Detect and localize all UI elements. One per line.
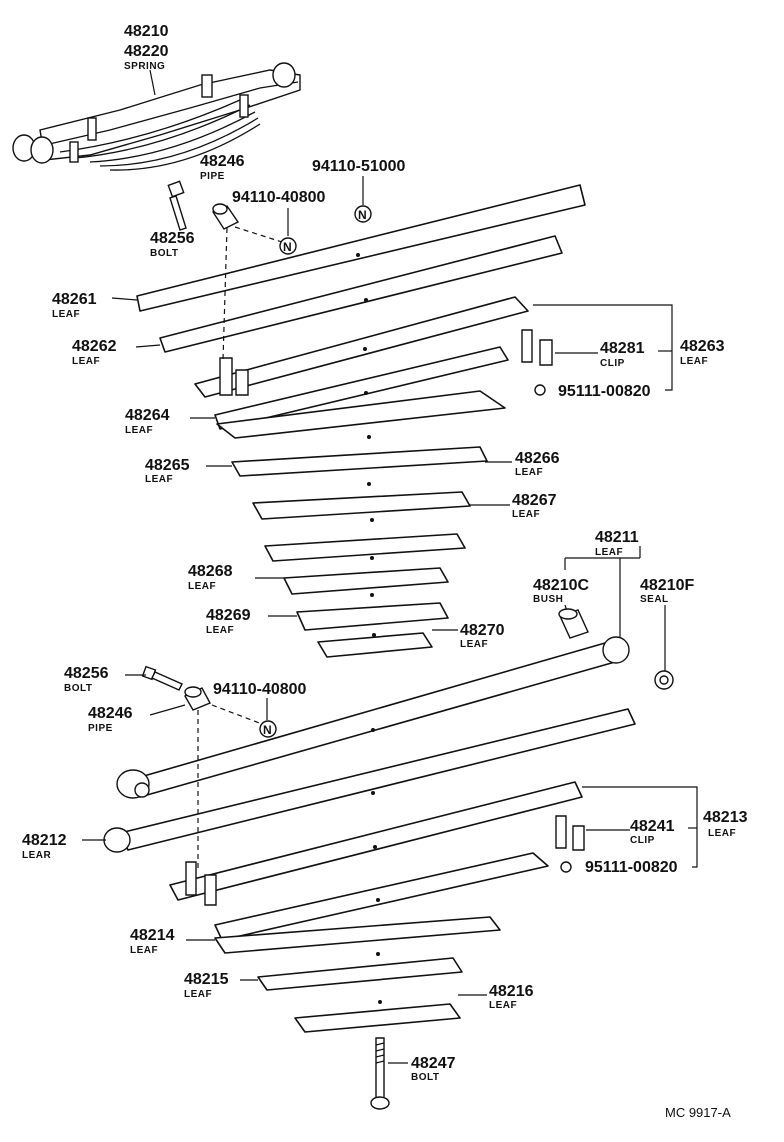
callout-number: 48247 (411, 1055, 456, 1072)
callout-number: 48263 (680, 338, 725, 355)
leaf-48212 (103, 708, 636, 853)
leaf-48261 (136, 184, 586, 312)
callout-name: PIPE (88, 723, 113, 734)
callout-name: LEAF (206, 625, 234, 636)
callout-name: CLIP (600, 358, 625, 369)
clip-part-top (219, 357, 249, 396)
clip-part-bottom (185, 861, 217, 906)
bolt-part (167, 180, 187, 231)
callout-name: LEAF (515, 467, 543, 478)
nut-marker-icon: N (279, 237, 297, 255)
callout-number: 48261 (52, 291, 97, 308)
small-bolt-part (534, 384, 546, 396)
leaf-48263 (194, 296, 529, 398)
callout-number: 48246 (200, 153, 245, 170)
callout-name: LEAF (680, 356, 708, 367)
callout-name: LEAF (130, 945, 158, 956)
leaf-48265b (231, 446, 488, 486)
callout-name: LEAF (145, 474, 173, 485)
callout-name: LEAF (188, 581, 216, 592)
callout-name: BUSH (533, 594, 563, 605)
callout-number: 48214 (130, 927, 175, 944)
callout-name: BOLT (150, 248, 178, 259)
leaf-48214 (214, 916, 501, 956)
leaf-48211 (116, 636, 630, 799)
callout-number: 48281 (600, 340, 645, 357)
callout-number: 48264 (125, 407, 170, 424)
callout-number: 95111-00820 (585, 859, 678, 876)
callout-name: SPRING (124, 61, 165, 72)
callout-name: PIPE (200, 171, 225, 182)
leaf-48213 (169, 781, 583, 901)
callout-number: 48211 (595, 529, 639, 546)
callout-name: SEAL (640, 594, 669, 605)
figure-code: MC 9917-A (665, 1105, 731, 1120)
leaf-48215 (257, 957, 463, 991)
callout-name: LEAF (72, 356, 100, 367)
pipe-part (184, 686, 211, 711)
callout-number: 48241 (630, 818, 675, 835)
leaf-48216 (294, 1000, 461, 1033)
nut-marker-icon: N (354, 205, 372, 223)
callout-number: 48256 (64, 665, 109, 682)
nut-marker-icon: N (259, 720, 277, 738)
callout-name: LEAF (489, 1000, 517, 1011)
leaf-48267 (252, 491, 471, 522)
leaf-lower-middle (214, 852, 549, 941)
callout-name: LEAF (595, 547, 623, 558)
callout-number: 48210F (640, 577, 694, 594)
bolt-part (141, 665, 183, 691)
callout-number: 94110-40800 (213, 681, 307, 698)
callout-number: 48216 (489, 983, 534, 1000)
callout-number: 48266 (515, 450, 560, 467)
callout-number: 48215 (184, 971, 229, 988)
callout-number: 48270 (460, 622, 505, 639)
callout-name: CLIP (630, 835, 655, 846)
svg-text:N: N (283, 240, 292, 254)
callout-number: 48246 (88, 705, 133, 722)
callout-name: LEAF (460, 639, 488, 650)
leaf-48269 (296, 602, 449, 631)
callout-number: 94110-51000 (312, 158, 406, 175)
leaf-48262 (159, 235, 563, 353)
svg-text:N: N (358, 208, 367, 222)
callout-number: 48268 (188, 563, 233, 580)
callout-number: 48213 (703, 809, 748, 826)
callout-number: 95111-00820 (558, 383, 651, 400)
leaf-48265 (216, 390, 506, 439)
callout-name: LEAF (125, 425, 153, 436)
svg-text:N: N (263, 723, 272, 737)
pipe-part (211, 203, 240, 230)
callout-number: 94110-40800 (232, 189, 326, 206)
assembled-spring-illustration (12, 62, 301, 171)
callout-number: 48212 (22, 832, 67, 849)
callout-number: 48269 (206, 607, 251, 624)
callout-name: LEAF (708, 828, 736, 839)
small-bolt-part (560, 861, 572, 873)
leaf-48268 (283, 567, 449, 597)
callout-name: LEAF (52, 309, 80, 320)
center-bolt-part (370, 1037, 390, 1110)
callout-number: 48265 (145, 457, 190, 474)
seal-part (654, 670, 674, 690)
clip-part (555, 815, 585, 851)
callout-number: 48220 (124, 43, 169, 60)
callout-number: 48267 (512, 492, 557, 509)
callout-name: LEAF (184, 989, 212, 1000)
callout-name: LEAR (22, 850, 52, 861)
leaf-48270 (317, 632, 433, 658)
callout-number: 48262 (72, 338, 117, 355)
bush-part (558, 608, 589, 639)
clip-part (521, 329, 553, 366)
callout-name: LEAF (512, 509, 540, 520)
callout-number: 48210 (124, 23, 169, 40)
leaf-middle (264, 533, 466, 562)
callout-number: 48256 (150, 230, 195, 247)
callout-name: BOLT (64, 683, 92, 694)
callout-name: BOLT (411, 1072, 439, 1083)
callout-number: 48210C (533, 577, 589, 594)
